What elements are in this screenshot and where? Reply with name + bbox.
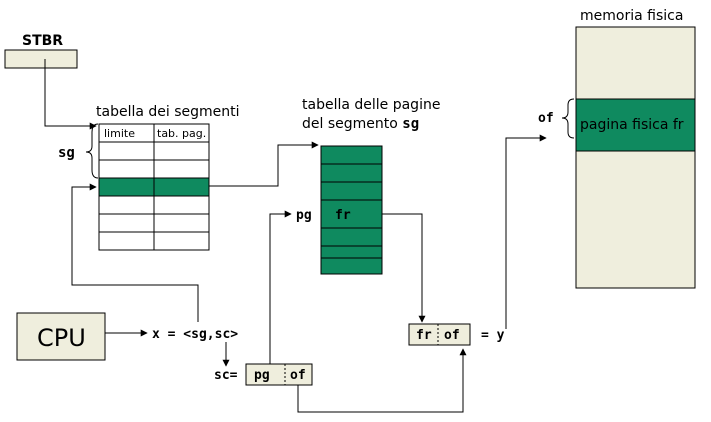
page-table-frame bbox=[320, 145, 383, 275]
physical-memory-title: memoria fisica bbox=[580, 8, 683, 24]
segment-table-col-tabpag: tab. pag. bbox=[157, 127, 206, 140]
stbr-to-segment-table-arrow bbox=[44, 59, 97, 130]
fr-to-physical-address-arrow bbox=[382, 213, 426, 323]
sc-pg: pg bbox=[254, 368, 270, 383]
segment-table-col-limite: limite bbox=[104, 127, 135, 140]
pg-to-page-table-arrow bbox=[269, 210, 292, 364]
segment-to-page-table-arrow bbox=[209, 141, 319, 187]
offset-brace bbox=[561, 98, 575, 139]
sc-box bbox=[245, 363, 313, 386]
physical-address: fr of = y bbox=[408, 323, 505, 346]
segment-table-title: tabella dei segmenti bbox=[96, 104, 240, 120]
cpu-label: CPU bbox=[37, 324, 86, 352]
physical-address-fr: fr bbox=[416, 328, 432, 343]
page-table-fr-entry: fr bbox=[335, 208, 351, 223]
physical-frame bbox=[575, 98, 696, 152]
physical-memory: memoria fisica pagina fisica fr of bbox=[538, 8, 696, 289]
page-table: tabella delle pagine del segmento sg fr … bbox=[296, 97, 440, 275]
stbr-register: STBR bbox=[4, 33, 78, 69]
logical-address: x = <sg,sc> bbox=[152, 327, 238, 342]
physical-memory-frame bbox=[575, 26, 696, 289]
physical-address-result: = y bbox=[481, 328, 505, 343]
segment-table: tabella dei segmenti limite tab. pag. sg bbox=[58, 104, 240, 251]
page-table-title-line1: tabella delle pagine bbox=[302, 97, 440, 113]
stbr-label: STBR bbox=[22, 33, 63, 49]
segment-brace-label: sg bbox=[58, 145, 75, 161]
sc-split-box: sc= pg of bbox=[214, 363, 313, 386]
physical-frame-label: pagina fisica fr bbox=[580, 117, 684, 133]
offset-brace-label: of bbox=[538, 111, 554, 126]
page-table-pg-label: pg bbox=[296, 208, 312, 223]
cpu-box bbox=[16, 312, 106, 361]
of-to-physical-address-arrow bbox=[297, 348, 467, 413]
sc-of: of bbox=[290, 368, 306, 383]
sg-to-segment-row-arrow bbox=[71, 183, 199, 322]
cpu: CPU bbox=[16, 312, 106, 361]
sc-prefix: sc= bbox=[214, 368, 238, 383]
stbr-box bbox=[4, 49, 78, 69]
physical-address-box bbox=[408, 323, 471, 346]
page-table-title-line2: del segmento sg bbox=[302, 116, 419, 132]
segment-brace bbox=[85, 123, 99, 179]
y-to-memory-arrow bbox=[505, 134, 547, 329]
physical-address-of: of bbox=[444, 328, 460, 343]
